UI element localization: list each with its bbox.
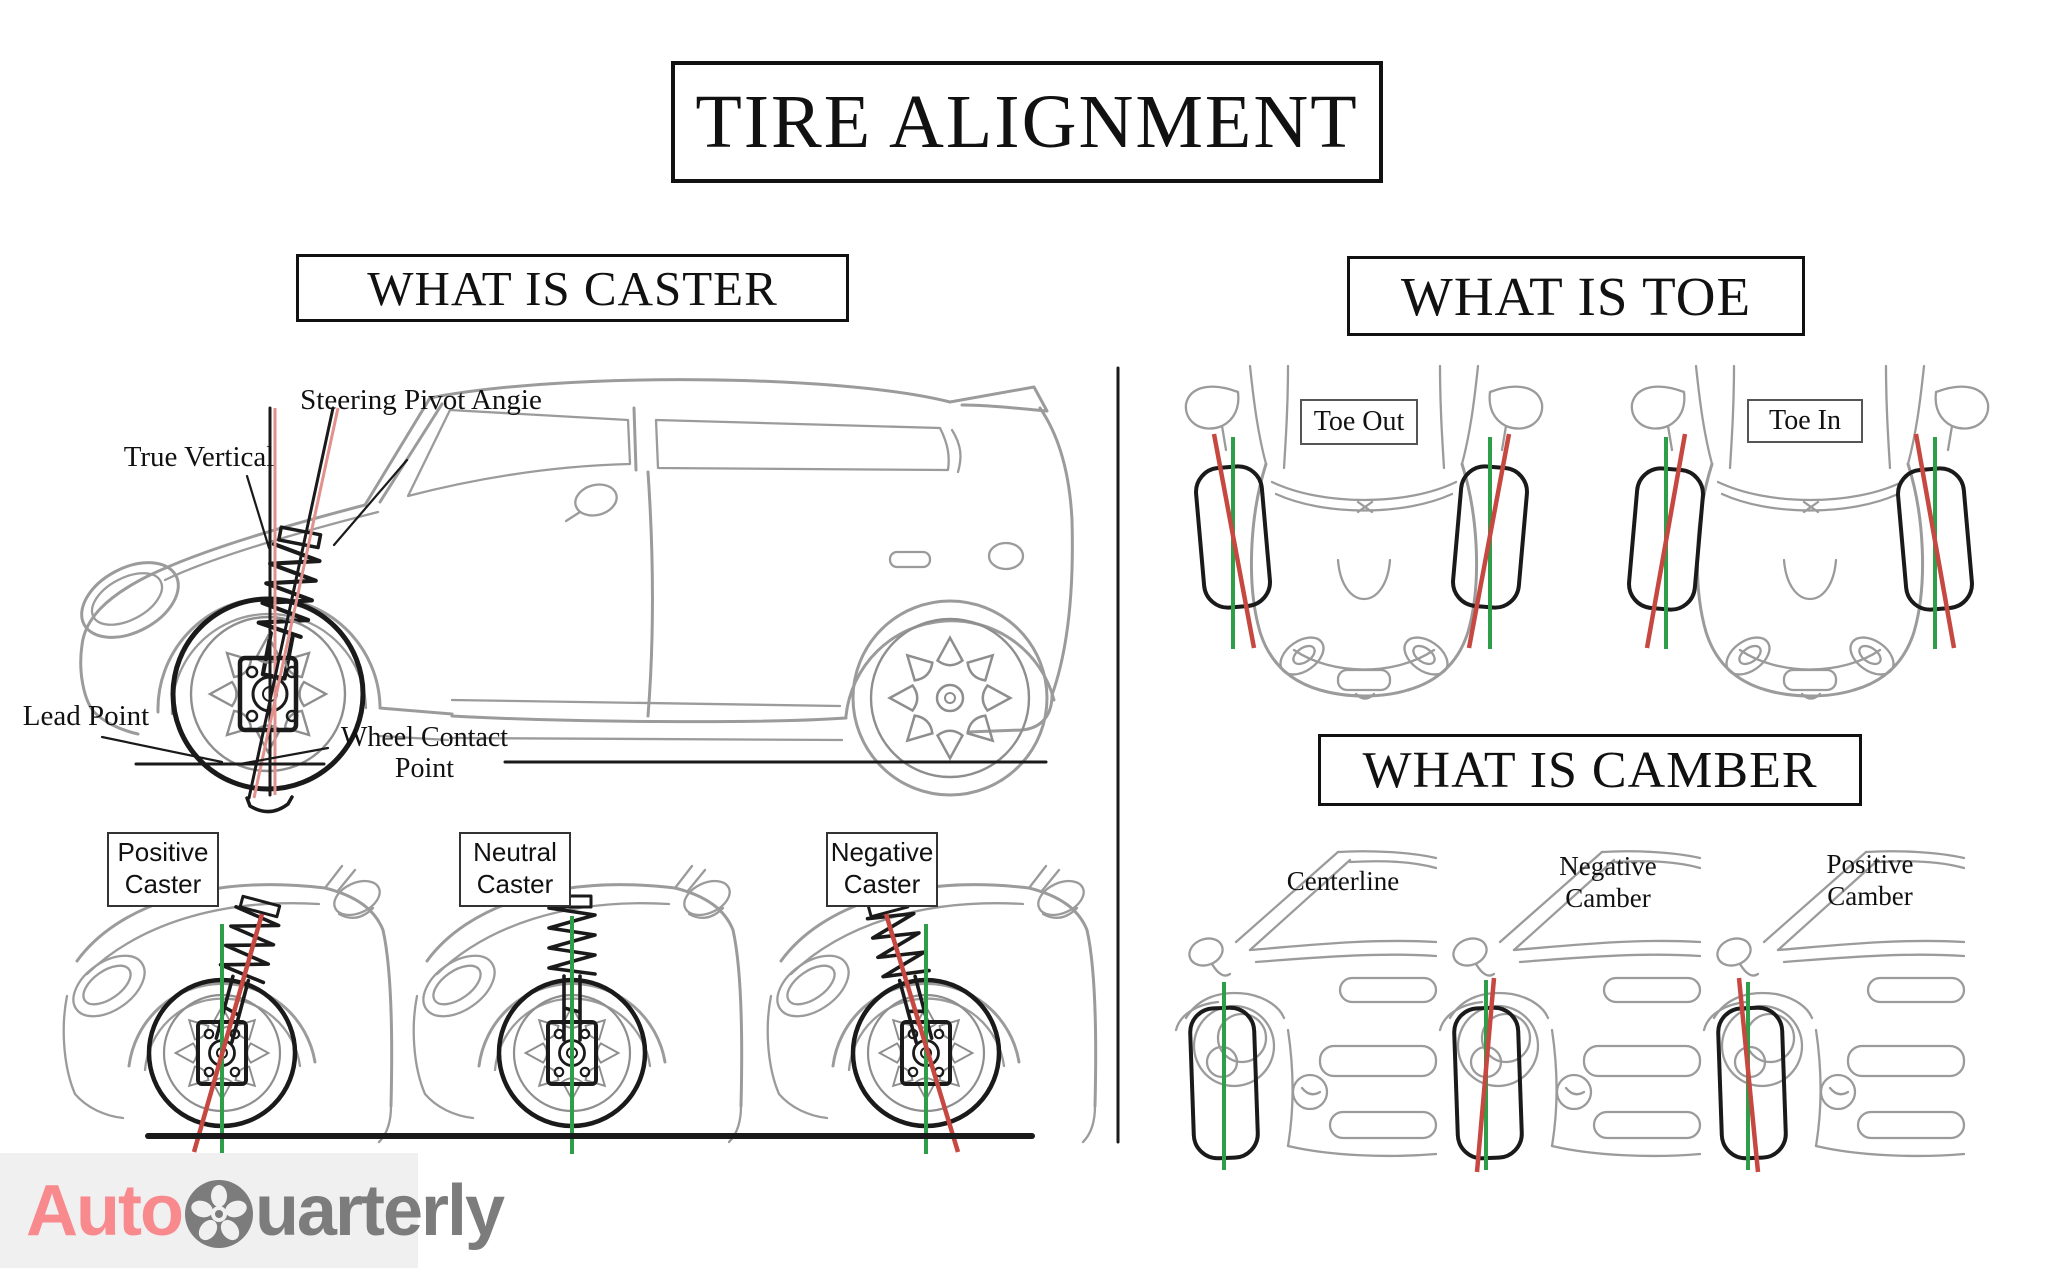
page-title-text: TIRE ALIGNMENT xyxy=(695,79,1359,164)
neutral-caster-label: Neutral Caster xyxy=(459,832,571,908)
caster-main-car-illustration xyxy=(79,378,1074,814)
negative-camber-illustration xyxy=(1438,849,1702,1173)
toe-in-label: Toe In xyxy=(1747,399,1863,443)
steering-pivot-leader xyxy=(332,458,409,547)
page-title: TIRE ALIGNMENT xyxy=(671,61,1383,183)
neutral-caster-illustration xyxy=(412,866,741,1154)
lead-point-leader xyxy=(100,735,224,764)
caster-section-heading: WHAT IS CASTER xyxy=(296,254,849,322)
centerline-label: Centerline xyxy=(1286,866,1400,896)
ground-line xyxy=(134,760,1048,766)
negative-camber-label: Negative Camber xyxy=(1559,851,1657,913)
steering-pivot-angle-label: Steering Pivot Angie xyxy=(300,384,542,416)
logo-suffix: uarterly xyxy=(254,1170,505,1251)
tire-wheel-q-icon xyxy=(184,1179,253,1248)
logo-prefix: Auto xyxy=(26,1170,184,1251)
camber-section-heading: WHAT IS CAMBER xyxy=(1318,734,1862,806)
true-vertical-leader xyxy=(245,474,271,550)
steering-pivot-line xyxy=(252,407,340,799)
negative-caster-illustration xyxy=(766,866,1095,1154)
positive-camber-label: Positive Camber xyxy=(1826,849,1914,911)
true-vertical-label: True Vertical xyxy=(123,441,275,473)
positive-camber-illustration xyxy=(1702,849,1966,1173)
centerline-illustration xyxy=(1174,849,1438,1170)
auto-quarterly-logo: Auto uarterly xyxy=(0,1153,505,1268)
negative-caster-label: Negative Caster xyxy=(826,832,938,908)
lead-point-label: Lead Point xyxy=(22,700,150,732)
toe-out-label: Toe Out xyxy=(1300,399,1418,445)
toe-out-illustration xyxy=(1184,364,1544,700)
positive-caster-illustration xyxy=(62,866,391,1154)
toe-section-heading: WHAT IS TOE xyxy=(1347,256,1805,336)
wheel-contact-point-label: Wheel Contact Point xyxy=(340,722,509,785)
positive-caster-label: Positive Caster xyxy=(107,832,219,908)
wheel-contact-leader xyxy=(238,746,330,766)
toe-in-illustration xyxy=(1627,364,1990,700)
